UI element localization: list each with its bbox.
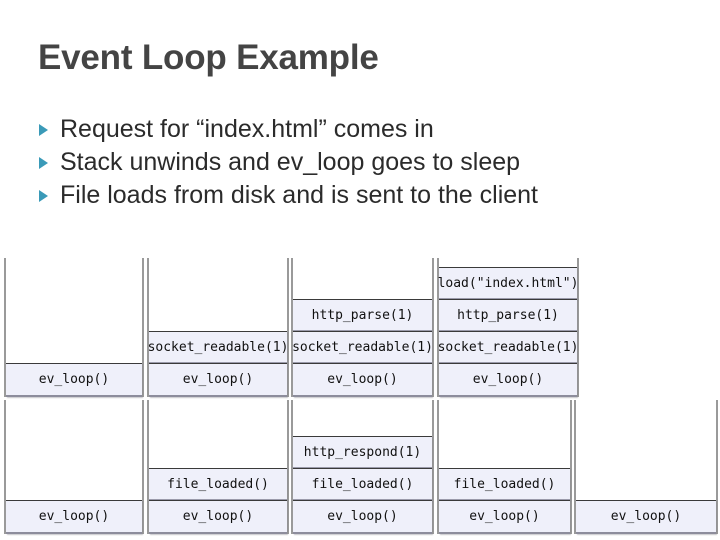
triangle-right-icon [38,123,54,137]
call-stack-frames: ev_loop() [576,500,716,534]
page-title: Event Loop Example [38,38,379,77]
call-stack: ev_loop() [574,400,718,534]
stack-frame: ev_loop() [149,363,287,397]
stack-frame: file_loaded() [439,468,570,500]
call-stack-frames: http_parse(1)socket_readable(1)ev_loop() [292,299,433,397]
triangle-right-icon [38,156,54,170]
triangle-right-icon [38,189,54,203]
stack-frame: socket_readable(1) [148,331,288,363]
stack-frame: ev_loop() [439,363,577,397]
stack-frame: ev_loop() [6,363,142,397]
list-item-label: File loads from disk and is sent to the … [60,181,539,209]
stack-frame: file_loaded() [149,468,287,500]
call-stack: load("index.html")http_parse(1)socket_re… [437,258,579,397]
call-stack-frames: ev_loop() [6,500,142,534]
stack-frame: ev_loop() [293,500,432,534]
stack-frame: ev_loop() [6,500,142,534]
list-item-label: Request for “index.html” comes in [60,115,434,143]
stack-frame: ev_loop() [149,500,287,534]
stack-frame: http_parse(1) [439,299,577,331]
stack-frame: ev_loop() [576,500,716,534]
call-stack-frames: ev_loop() [6,363,142,397]
list-item: Request for “index.html” comes in [38,113,698,146]
stack-frame: socket_readable(1) [438,331,578,363]
stack-frame: file_loaded() [293,468,432,500]
call-stack-frames: load("index.html")http_parse(1)socket_re… [438,267,578,397]
stack-frame: load("index.html") [438,267,578,299]
call-stack: file_loaded()ev_loop() [147,400,289,534]
stack-frame: socket_readable(1) [292,331,433,363]
list-item: Stack unwinds and ev_loop goes to sleep [38,146,698,179]
stack-frame: http_parse(1) [293,299,432,331]
call-stack-frames: socket_readable(1)ev_loop() [148,331,288,397]
stack-frame: http_respond(1) [293,436,432,468]
list-item: File loads from disk and is sent to the … [38,179,698,212]
call-stack: ev_loop() [4,258,144,397]
call-stack-frames: http_respond(1)file_loaded()ev_loop() [293,436,432,534]
call-stack-row-unwinding: ev_loop()file_loaded()ev_loop()http_resp… [0,396,720,540]
call-stack-frames: file_loaded()ev_loop() [149,468,287,534]
call-stack: ev_loop() [4,400,144,534]
call-stack: http_respond(1)file_loaded()ev_loop() [291,400,434,534]
call-stack-row-growing: ev_loop()socket_readable(1)ev_loop()http… [0,255,720,400]
call-stack: file_loaded()ev_loop() [437,400,572,534]
stack-frame: ev_loop() [293,363,432,397]
bullet-list: Request for “index.html” comes in Stack … [38,113,698,212]
call-stack: http_parse(1)socket_readable(1)ev_loop() [291,258,434,397]
call-stack-frames: file_loaded()ev_loop() [439,468,570,534]
stack-frame: ev_loop() [439,500,570,534]
list-item-label: Stack unwinds and ev_loop goes to sleep [60,148,521,176]
call-stack: socket_readable(1)ev_loop() [147,258,289,397]
